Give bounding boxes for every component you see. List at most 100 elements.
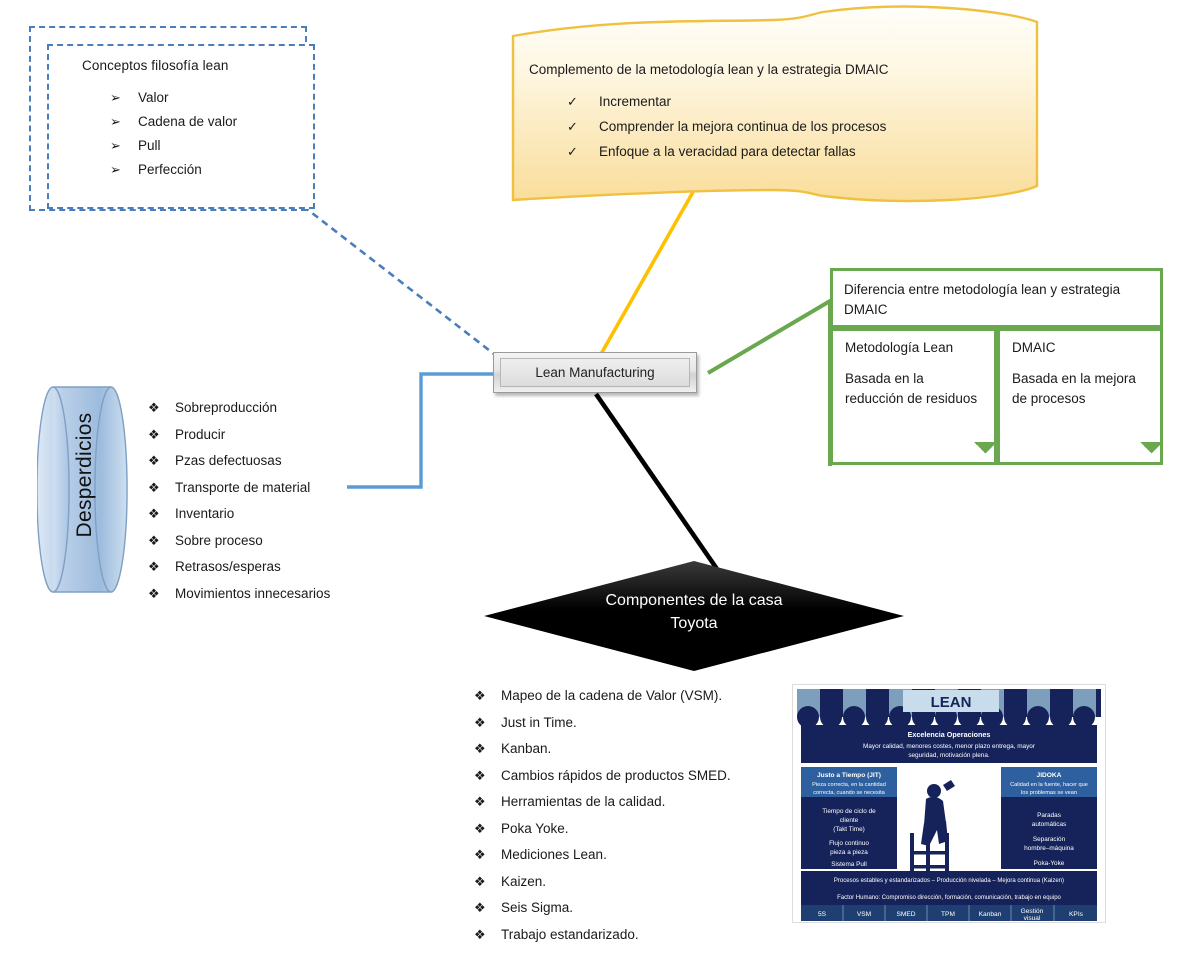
concepts-item-label: Cadena de valor bbox=[138, 114, 238, 129]
waste-cylinder-label: Desperdicios bbox=[73, 412, 96, 538]
diamond-bullet-icon: ❖ bbox=[148, 400, 160, 415]
list-item: ➢Perfección bbox=[110, 162, 310, 177]
list-item: ➢ Cadena de valor bbox=[110, 114, 310, 129]
house-pillar-right-body-2: Separación bbox=[1033, 836, 1066, 843]
banner-title: Complemento de la metodología lean y la … bbox=[529, 62, 889, 77]
diamond-bullet-icon: ❖ bbox=[474, 900, 486, 915]
diamond-bullet-icon: ❖ bbox=[474, 820, 486, 836]
house-foundation-cell: 5S bbox=[818, 911, 827, 918]
list-item: ❖ Just in Time. bbox=[474, 715, 804, 731]
arrow-bullet-icon: ➢ bbox=[110, 114, 121, 129]
diamond-shape bbox=[484, 561, 904, 671]
diamond-bullet-icon: ❖ bbox=[148, 453, 160, 468]
list-item: ❖ Inventario bbox=[148, 506, 408, 522]
waste-cylinder: Desperdicios bbox=[36, 383, 129, 596]
banner-item-label: Incrementar bbox=[599, 94, 672, 109]
list-item: ❖Transporte de material bbox=[148, 480, 408, 496]
banner-shape bbox=[511, 5, 1039, 203]
components-item-label: Seis Sigma. bbox=[501, 900, 574, 915]
list-item: ❖ Sobreproducción bbox=[148, 400, 408, 416]
diamond-bullet-icon: ❖ bbox=[148, 506, 160, 521]
list-item: ❖Sobre proceso bbox=[148, 533, 408, 549]
connector-yellow-banner-to-center bbox=[599, 191, 695, 355]
house-foundation-cell: TPM bbox=[941, 911, 955, 918]
cylinder-shape bbox=[36, 386, 128, 593]
components-item-label: Just in Time. bbox=[501, 714, 577, 730]
waste-item-label: Sobreproducción bbox=[175, 400, 278, 415]
components-item-label: Kaizen. bbox=[501, 873, 547, 889]
house-pillar-right-text: Calidad en la fuente, hacer que bbox=[1010, 782, 1088, 788]
house-roof-title: LEAN bbox=[931, 694, 972, 711]
complement-banner: Complemento de la metodología lean y la … bbox=[505, 4, 1045, 209]
difference-lean-note: Metodología Lean Basada en la reducción … bbox=[830, 328, 997, 465]
waste-item-label: Transporte de material bbox=[175, 479, 311, 495]
diamond-bullet-icon: ❖ bbox=[474, 926, 486, 942]
house-attic-text-2: seguridad, motivación plena. bbox=[908, 752, 990, 759]
difference-lean-body: Basada en la reducción de residuos bbox=[845, 371, 978, 407]
banner-item-label: Enfoque a la veracidad para detectar fal… bbox=[599, 144, 856, 159]
arrow-bullet-icon: ➢ bbox=[110, 138, 121, 153]
waste-item-label: Sobre proceso bbox=[175, 532, 263, 548]
waste-item-label: Pzas defectuosas bbox=[175, 453, 282, 468]
list-item: ❖ Pzas defectuosas bbox=[148, 453, 408, 469]
folded-corner-icon bbox=[1140, 442, 1160, 462]
components-item-label: Kanban. bbox=[501, 741, 552, 756]
concepts-inner-dashed-frame bbox=[47, 44, 315, 209]
components-item-label: Herramientas de la calidad. bbox=[501, 794, 666, 809]
folded-corner-icon bbox=[974, 442, 994, 462]
house-pillar-left-body-1: Tiempo de ciclo de bbox=[822, 808, 876, 815]
list-item: ❖ Mapeo de la cadena de Valor (VSM). bbox=[474, 688, 804, 704]
list-item: ❖Retrasos/esperas bbox=[148, 559, 408, 575]
diamond-bullet-icon: ❖ bbox=[474, 767, 486, 783]
diamond-bullet-icon: ❖ bbox=[474, 688, 486, 703]
house-pillar-right-title: JIDOKA bbox=[1037, 772, 1062, 779]
list-item: ❖Herramientas de la calidad. bbox=[474, 794, 804, 810]
house-band-1: Procesos estables y estandarizados – Pro… bbox=[834, 878, 1064, 884]
difference-header-label: Diferencia entre metodología lean y estr… bbox=[844, 282, 1121, 317]
diamond-bullet-icon: ❖ bbox=[474, 714, 486, 730]
difference-header-box: Diferencia entre metodología lean y estr… bbox=[830, 268, 1163, 328]
banner-list: ✓ Incrementar ✓Comprender la mejora conti… bbox=[567, 94, 997, 169]
list-item: ❖Mediciones Lean. bbox=[474, 847, 804, 863]
components-list: ❖ Mapeo de la cadena de Valor (VSM). ❖ Jus… bbox=[474, 688, 804, 953]
house-attic-text: Mayor calidad, menores costes, menor pla… bbox=[863, 743, 1036, 750]
list-item: ✓Comprender la mejora continua de los pr… bbox=[567, 119, 997, 135]
list-item: ❖ Seis Sigma. bbox=[474, 900, 804, 916]
arrow-bullet-icon: ➢ bbox=[110, 90, 121, 105]
check-icon: ✓ bbox=[567, 119, 578, 134]
svg-text:visual: visual bbox=[1024, 915, 1041, 922]
list-item: ❖Producir bbox=[148, 427, 408, 443]
worker-figure bbox=[910, 780, 955, 895]
list-item: ➢ Valor bbox=[110, 90, 310, 105]
list-item: ❖Trabajo estandarizado. bbox=[474, 927, 804, 943]
house-pillar-right-body-3: Poka-Yoke bbox=[1034, 860, 1065, 867]
lean-manufacturing-box[interactable]: Lean Manufacturing bbox=[493, 352, 697, 393]
concepts-item-label: Pull bbox=[138, 138, 161, 153]
components-item-label: Mapeo de la cadena de Valor (VSM). bbox=[501, 688, 723, 703]
svg-text:pieza a pieza: pieza a pieza bbox=[830, 849, 868, 856]
house-foundation-cell: VSM bbox=[857, 911, 871, 918]
connector-green-center-to-difference bbox=[706, 297, 832, 466]
concepts-title: Conceptos filosofía lean bbox=[82, 58, 229, 73]
waste-item-label: Inventario bbox=[175, 506, 235, 521]
connector-dashed-blue-concepts-to-center bbox=[302, 204, 495, 356]
concepts-item-label: Perfección bbox=[138, 162, 202, 177]
waste-item-label: Movimientos innecesarios bbox=[175, 585, 331, 601]
svg-text:automáticas: automáticas bbox=[1032, 821, 1066, 828]
list-item: ❖Kaizen. bbox=[474, 874, 804, 890]
list-item: ❖Kanban. bbox=[474, 741, 804, 757]
svg-text:(Takt Time): (Takt Time) bbox=[833, 826, 865, 833]
difference-dmaic-body: Basada en la mejora de procesos bbox=[1012, 371, 1136, 407]
lean-house-image: LEAN Excelencia Operaciones Mayor calida… bbox=[792, 684, 1106, 923]
svg-text:hombre–máquina: hombre–máquina bbox=[1024, 845, 1074, 852]
list-item: ✓Enfoque a la veracidad para detectar fa… bbox=[567, 144, 997, 160]
concepts-item-label: Valor bbox=[138, 90, 169, 105]
svg-text:cliente: cliente bbox=[840, 817, 859, 824]
diamond-bullet-icon: ❖ bbox=[148, 585, 160, 601]
components-item-label: Cambios rápidos de productos SMED. bbox=[501, 767, 731, 783]
house-band-2: Factor Humano: Compromiso dirección, for… bbox=[837, 895, 1061, 901]
house-pillar-left-body-3: Sistema Pull bbox=[831, 861, 867, 868]
house-pillar-left-body-2: Flujo continuo bbox=[829, 840, 869, 847]
house-pillar-left-text-2: correcta, cuando se necesita bbox=[813, 790, 885, 796]
check-icon: ✓ bbox=[567, 94, 578, 109]
